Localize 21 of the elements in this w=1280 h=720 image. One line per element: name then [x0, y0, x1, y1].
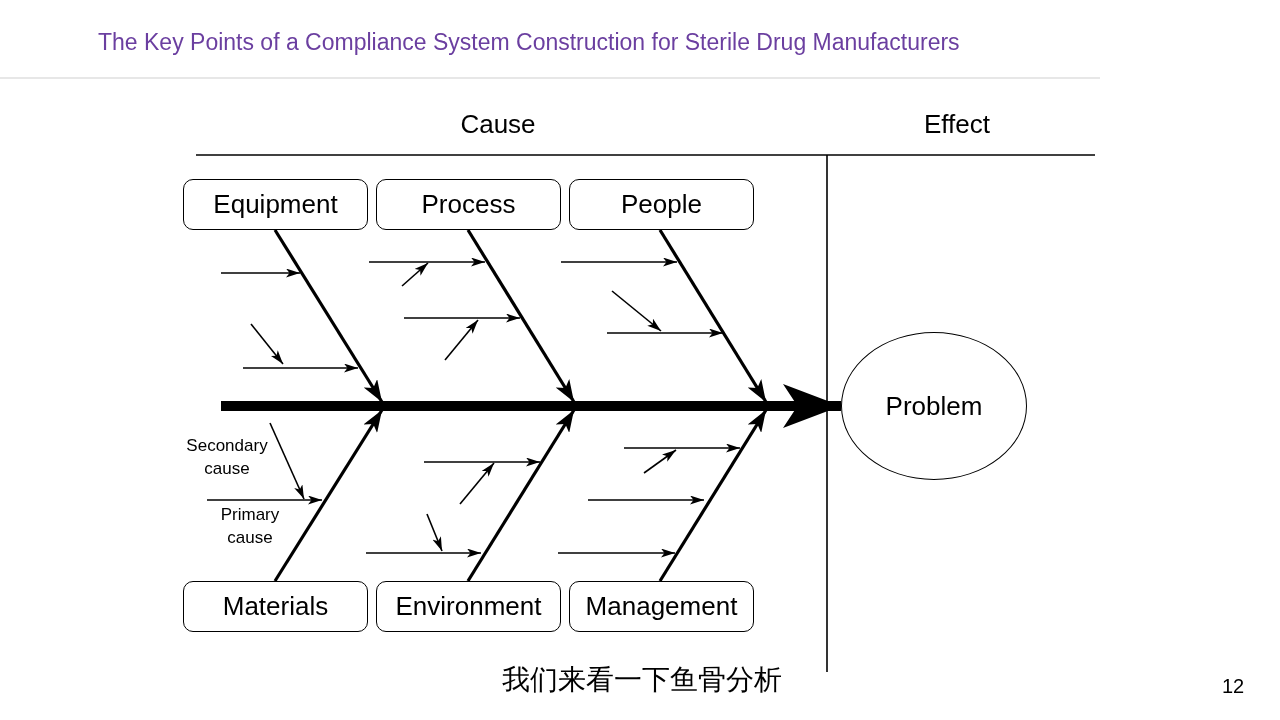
spine-arrow	[221, 384, 841, 428]
bone-arrow	[466, 409, 576, 582]
bone-arrow	[273, 409, 384, 582]
section-heading: Cause	[460, 108, 536, 140]
bone-arrow	[658, 409, 768, 582]
annotation-text: Primary cause	[219, 504, 281, 549]
category-box: Environment	[376, 581, 561, 632]
category-box: People	[569, 179, 754, 230]
problem-ellipse: Problem	[841, 332, 1027, 480]
annotation-text: Secondary cause	[185, 435, 269, 480]
bone-arrow	[466, 229, 576, 403]
page-number: 12	[1221, 674, 1245, 698]
subtitle-text: 我们来看一下鱼骨分析	[502, 662, 782, 698]
slide-title: The Key Points of a Compliance System Construction for Sterile Drug Manufacturers	[98, 29, 960, 56]
category-box: Management	[569, 581, 754, 632]
bone-arrow	[273, 229, 384, 403]
section-heading: Effect	[924, 108, 990, 140]
category-box: Materials	[183, 581, 368, 632]
bone-arrow	[658, 229, 768, 403]
category-box: Equipment	[183, 179, 368, 230]
category-box: Process	[376, 179, 561, 230]
